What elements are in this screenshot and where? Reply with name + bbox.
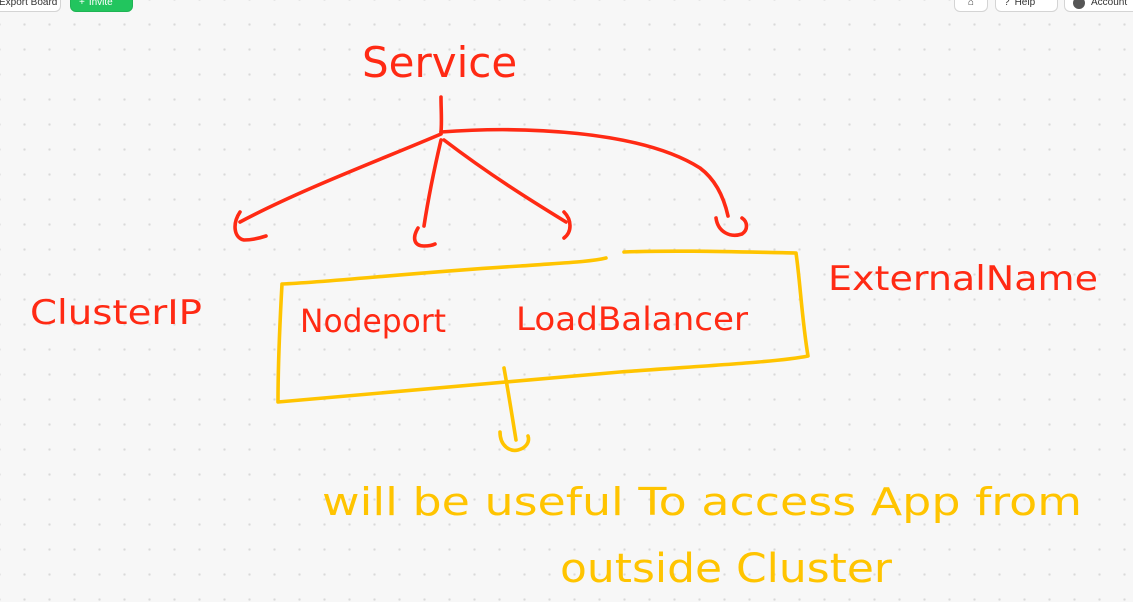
clusterip-label: ClusterIP (30, 293, 202, 333)
nodeport-label: Nodeport (300, 302, 446, 340)
note-line-1: will be useful To access App from (322, 480, 1082, 524)
invite-label: Invite (88, 0, 113, 8)
help-label: Help (1014, 0, 1036, 8)
export-board-button[interactable]: Export Board (0, 0, 61, 12)
branch-clusterip (238, 132, 443, 224)
account-button[interactable]: Account (1064, 0, 1133, 12)
export-board-label: Export Board (0, 0, 58, 8)
help-icon: ? (1004, 0, 1010, 8)
note-connector (502, 366, 518, 442)
branch-externalname (439, 127, 730, 218)
board-options-button[interactable]: ⌂ (954, 0, 988, 12)
arrowhead-nodeport (412, 226, 437, 248)
account-label: Account (1091, 0, 1128, 8)
help-button[interactable]: ? Help (995, 0, 1058, 12)
service-label: Service (362, 38, 517, 87)
add-user-icon: + (79, 0, 85, 8)
externalname-label: ExternalName (828, 259, 1098, 299)
note-line-2: outside Cluster (560, 546, 893, 592)
arrowhead-externalname (714, 216, 749, 237)
highlight-box (276, 249, 810, 404)
board-icon: ⌂ (967, 0, 975, 8)
invite-button[interactable]: + Invite (70, 0, 133, 12)
arrowhead-loadbalancer (562, 210, 572, 240)
branch-loadbalancer (442, 138, 568, 224)
branch-nodeport (422, 138, 443, 228)
avatar (1073, 0, 1085, 9)
loadbalancer-label: LoadBalancer (516, 300, 749, 338)
top-toolbar: Export Board + Invite ⌂ ? Help Account (0, 0, 1133, 14)
arrowhead-clusterip (233, 210, 268, 242)
note-connector-hook (498, 430, 531, 453)
